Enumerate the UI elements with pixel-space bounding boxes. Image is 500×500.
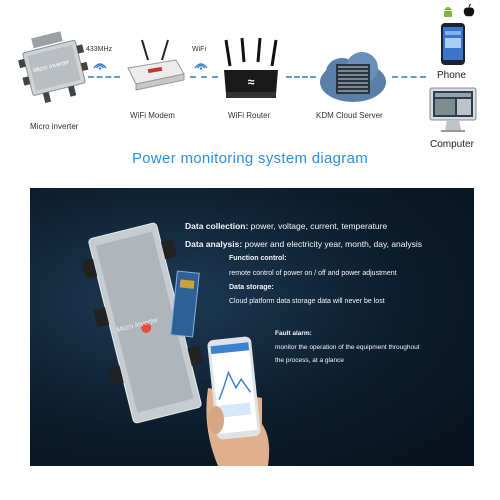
function-control-heading: Function control: xyxy=(229,255,287,262)
data-storage-heading: Data storage: xyxy=(229,284,274,291)
diagram-title: Power monitoring system diagram xyxy=(131,150,369,167)
link-arrow-modem-router xyxy=(190,76,218,78)
feature-panel: Micro Inverter Data collection: power, v… xyxy=(30,188,474,466)
wifi-modem-device xyxy=(127,39,185,91)
apple-icon xyxy=(463,4,475,17)
link-wifi-label: WiFi xyxy=(192,46,206,53)
data-analysis-text: Data analysis: power and electricity yea… xyxy=(185,239,422,249)
link-arrow-inverter-modem xyxy=(88,76,120,78)
link-arrow-cloud-devices xyxy=(392,76,426,78)
wifi-modem-label: WiFi Modem xyxy=(130,111,175,120)
computer-device xyxy=(429,87,477,132)
data-collection-heading: Data collection: xyxy=(185,221,249,231)
wifi-module xyxy=(170,270,200,338)
fault-alarm-detail-line1: monitor the operation of the equipment t… xyxy=(275,344,420,351)
fault-alarm-detail-line2: the process, at a glance xyxy=(275,357,345,364)
link-433mhz-label: 433MHz xyxy=(86,46,113,53)
wifi-waves-icon xyxy=(194,63,208,70)
cloud-icon xyxy=(320,52,386,102)
function-control-detail: remote control of power on / off and pow… xyxy=(229,270,397,277)
android-icon xyxy=(444,7,452,17)
cloud-server-label: KDM Cloud Server xyxy=(316,111,383,120)
phone-in-hand-illustration xyxy=(206,336,270,466)
phone-label: Phone xyxy=(437,70,466,81)
fault-alarm-heading: Fault alarm: xyxy=(275,330,312,337)
svg-text:≈: ≈ xyxy=(248,75,255,89)
link-arrow-router-cloud xyxy=(286,76,316,78)
data-collection-detail: power, voltage, current, temperature xyxy=(250,221,388,231)
wifi-waves-icon xyxy=(93,63,107,70)
micro-inverter-device xyxy=(18,31,89,104)
data-storage-detail: Cloud platform data storage data will ne… xyxy=(229,298,385,305)
computer-label: Computer xyxy=(430,139,474,150)
wifi-router-label: WiFi Router xyxy=(228,111,271,120)
data-analysis-detail: power and electricity year, month, day, … xyxy=(244,239,423,249)
data-collection-text: Data collection: power, voltage, current… xyxy=(185,221,387,231)
data-analysis-heading: Data analysis: xyxy=(185,239,243,249)
wifi-router-device: ≈ xyxy=(224,37,278,98)
micro-inverter-label: Micro inverter xyxy=(30,122,79,131)
phone-device xyxy=(441,23,465,65)
micro-inverter-illustration xyxy=(81,222,204,424)
